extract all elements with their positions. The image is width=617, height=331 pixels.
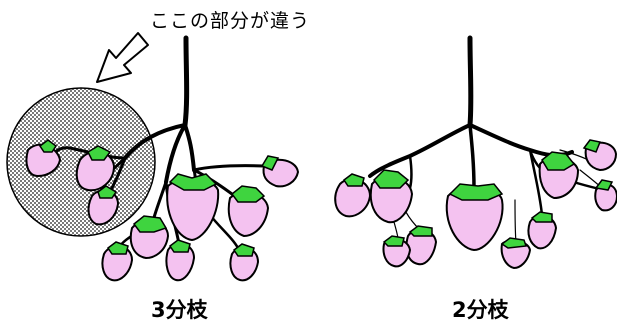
left-plant-caption: 3分枝 [151,298,208,322]
right-berry-2 [369,169,414,224]
left-berry-1 [25,139,62,178]
right-berry-9 [382,235,412,268]
left-berry-9 [165,239,196,282]
left-berry-7 [129,215,170,260]
left-berry-4 [166,173,220,242]
left-berry-8 [101,241,134,282]
right-berry-7 [527,211,558,250]
left-berry-6 [260,155,300,188]
difference-annotation: ここの部分が違う [150,10,311,32]
right-berry-8 [405,225,438,266]
left-berry-3 [87,185,120,226]
right-berry-1 [334,173,372,218]
left-berry-5 [227,185,270,238]
right-berry-5 [582,139,617,172]
right-berry-6 [594,179,617,212]
left-berry-2 [75,145,116,192]
left-berry-10 [229,243,260,282]
right-berry-3 [445,183,504,252]
hollow-arrow-icon [96,32,149,83]
right-berry-10 [500,237,532,270]
right-berry-4 [538,151,580,200]
right-plant-caption: 2分枝 [452,298,509,322]
